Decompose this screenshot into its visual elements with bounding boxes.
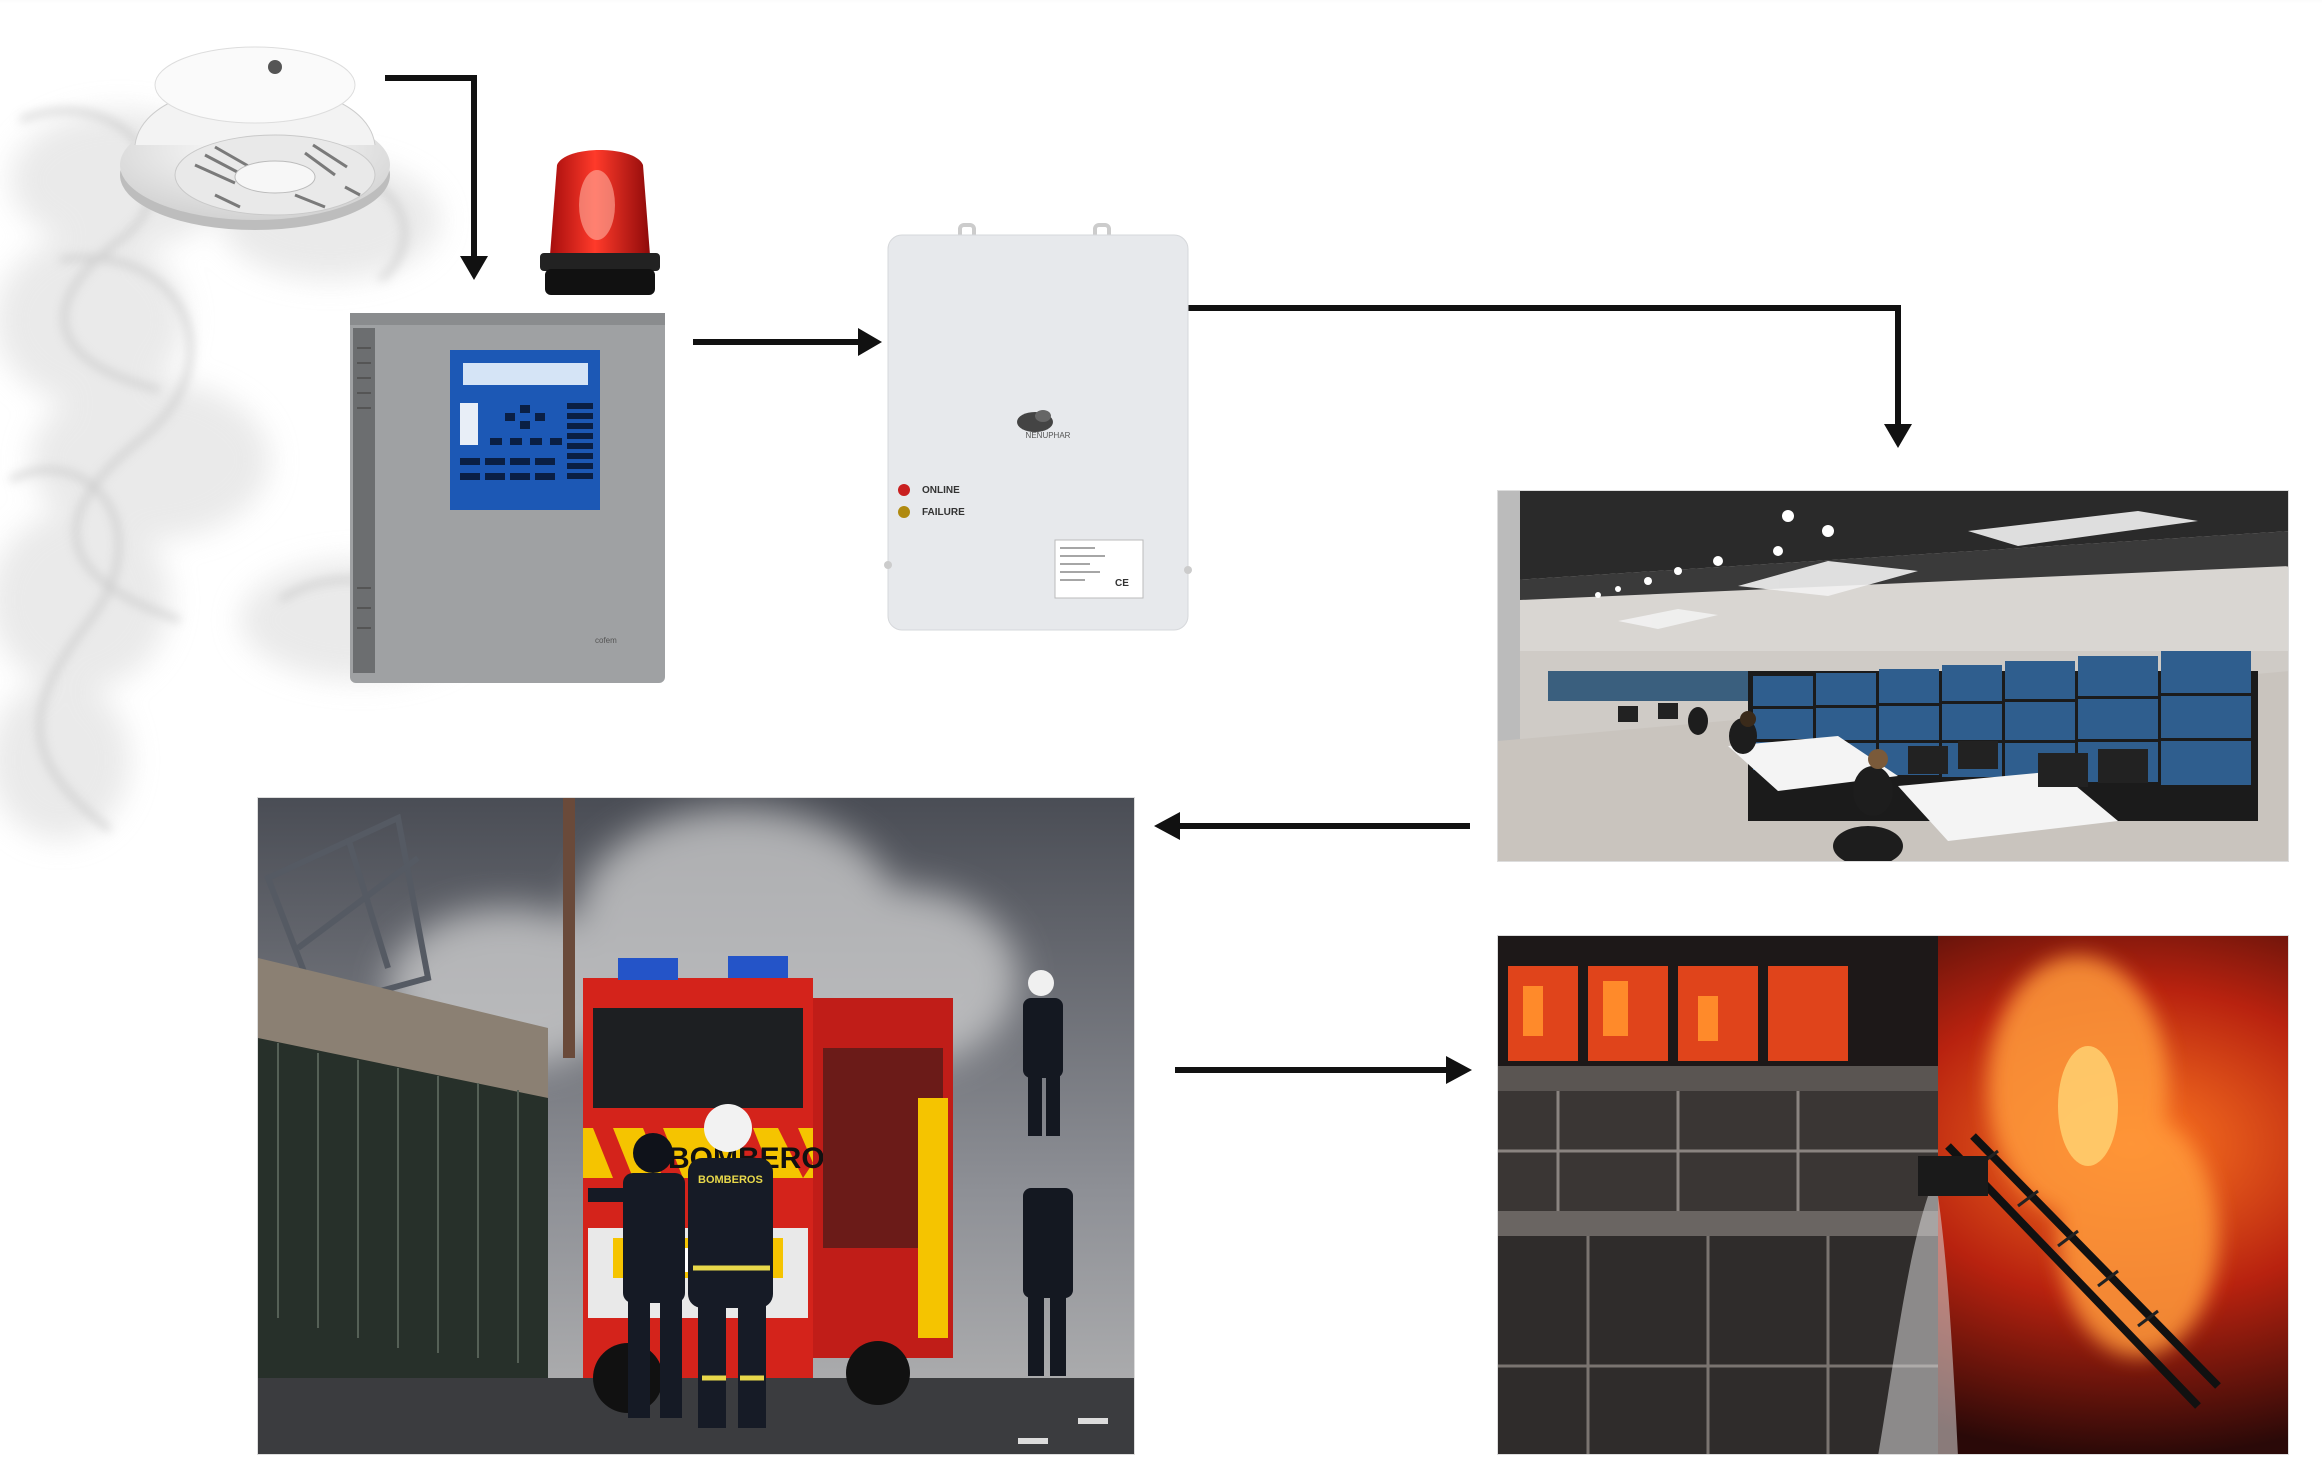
vest-label: BOMBEROS <box>698 1174 763 1186</box>
arrowhead-right-1 <box>858 328 882 356</box>
panel-brand-label: cofem <box>595 636 617 645</box>
fire-truck-photo: BOMBEROS <box>257 797 1135 1455</box>
communicator-box-icon: NENUPHAR ONLINE FAILURE CE <box>884 223 1192 631</box>
fire-alarm-panel-icon: cofem <box>350 313 665 683</box>
arrowhead-left-1 <box>1154 812 1180 840</box>
red-beacon-icon <box>540 150 660 295</box>
ce-mark: CE <box>1115 578 1129 589</box>
arrowhead-down-2 <box>1884 424 1912 448</box>
failure-led-icon <box>898 506 910 518</box>
building-fire-photo <box>1497 935 2289 1455</box>
communicator-brand-label: NENUPHAR <box>1026 431 1071 440</box>
arrowhead-right-2 <box>1446 1056 1472 1084</box>
led-online-label: ONLINE <box>922 485 960 496</box>
arrow-communicator-to-control-room <box>1180 305 1901 428</box>
led-failure-label: FAILURE <box>922 507 965 518</box>
smoke-detector-icon <box>120 46 390 230</box>
monitoring-center-photo <box>1497 490 2289 862</box>
online-led-icon <box>898 484 910 496</box>
